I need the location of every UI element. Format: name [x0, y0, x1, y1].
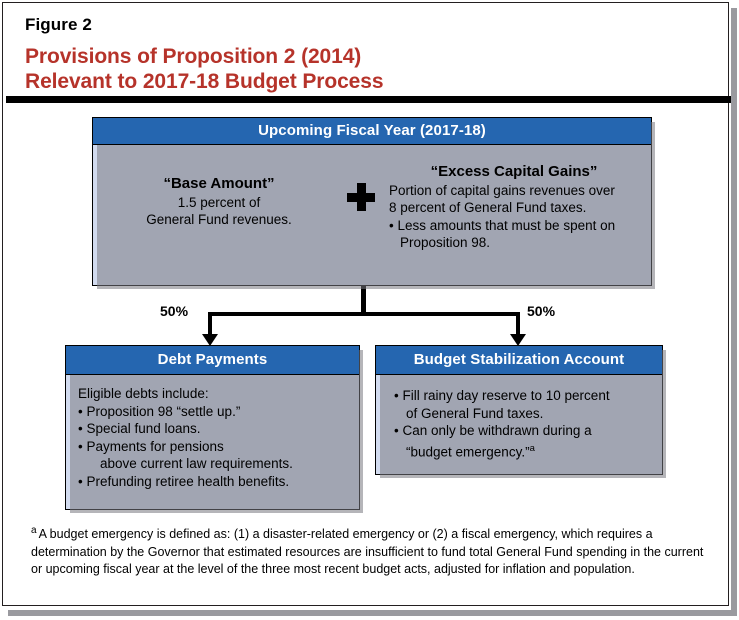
footnote-marker: a — [31, 525, 37, 536]
bsa-bullet-1: • Fill rainy day reserve to 10 percent — [394, 388, 610, 403]
excess-capital-gains-bullet-1-cont: Proposition 98. — [400, 235, 491, 250]
debt-payments-bullet-0: • Proposition 98 “settle up.” — [78, 403, 241, 419]
split-label-left: 50% — [160, 303, 189, 319]
base-amount-column: “Base Amount” 1.5 percent of General Fun… — [105, 163, 333, 228]
base-amount-heading: “Base Amount” — [163, 175, 275, 192]
node-budget-stabilization-account-header: Budget Stabilization Account — [376, 346, 662, 375]
bsa-bullet-2-cont: “budget emergency.”a — [394, 440, 650, 461]
excess-capital-gains-line-2: 8 percent of General Fund taxes. — [389, 200, 587, 215]
excess-capital-gains-bullet-1: • Less amounts that must be spent on — [389, 217, 616, 233]
base-amount-line-2: General Fund revenues. — [146, 212, 292, 227]
figure-title-line-2: Relevant to 2017-18 Budget Process — [25, 70, 384, 93]
figure-title-line-1: Provisions of Proposition 2 (2014) — [25, 45, 362, 68]
bsa-bullet-2-cont-text: “budget emergency.” — [406, 444, 530, 459]
node-upcoming-fiscal-year: Upcoming Fiscal Year (2017-18) “Base Amo… — [92, 117, 655, 289]
debt-payments-bullet-3: • Prefunding retiree health benefits. — [78, 473, 290, 489]
bsa-bullet-2: • Can only be withdrawn during a — [394, 423, 592, 438]
node-debt-payments-body: Eligible debts include: • Proposition 98… — [66, 375, 359, 490]
title-divider-rule — [6, 96, 731, 103]
connector-split-horizontal — [208, 312, 520, 316]
arrowhead-right-icon — [510, 334, 526, 346]
split-label-right: 50% — [527, 303, 556, 319]
node-budget-stabilization-account: Budget Stabilization Account • Fill rain… — [375, 345, 666, 478]
bsa-footnote-ref: a — [529, 442, 535, 454]
node-upcoming-fiscal-year-body: “Base Amount” 1.5 percent of General Fun… — [93, 145, 651, 285]
figure-shadow-right — [731, 8, 737, 616]
figure-frame: Figure 2 Provisions of Proposition 2 (20… — [2, 2, 731, 606]
debt-payments-bullet-1: • Special fund loans. — [78, 421, 201, 436]
excess-capital-gains-line-1: Portion of capital gains revenues over — [389, 182, 615, 198]
figure-label: Figure 2 — [25, 15, 92, 34]
node-debt-payments: Debt Payments Eligible debts include: • … — [65, 345, 363, 513]
bsa-bullet-1-cont: of General Fund taxes. — [406, 405, 544, 421]
plus-operator-column — [333, 163, 389, 211]
debt-payments-bullet-2-cont: above current law requirements. — [100, 456, 293, 471]
figure-title: Provisions of Proposition 2 (2014) Relev… — [25, 44, 685, 94]
debt-payments-bullet-2: • Payments for pensions — [78, 438, 224, 454]
footnote-text: A budget emergency is defined as: (1) a … — [31, 527, 704, 577]
excess-capital-gains-column: “Excess Capital Gains” Portion of capita… — [389, 163, 639, 252]
connector-drop-right — [516, 312, 520, 336]
plus-icon — [347, 183, 375, 211]
node-upcoming-fiscal-year-header: Upcoming Fiscal Year (2017-18) — [93, 118, 651, 145]
connector-stem-vertical — [361, 286, 366, 316]
connector-drop-left — [208, 312, 212, 336]
node-budget-stabilization-account-body: • Fill rainy day reserve to 10 percent o… — [376, 375, 662, 461]
figure-shadow-bottom — [8, 610, 735, 616]
excess-capital-gains-heading: “Excess Capital Gains” — [430, 163, 598, 180]
figure-title-block: Figure 2 Provisions of Proposition 2 (20… — [25, 15, 685, 94]
node-debt-payments-header: Debt Payments — [66, 346, 359, 375]
base-amount-line-1: 1.5 percent of — [177, 195, 261, 210]
arrowhead-left-icon — [202, 334, 218, 346]
debt-payments-intro: Eligible debts include: — [78, 386, 209, 401]
